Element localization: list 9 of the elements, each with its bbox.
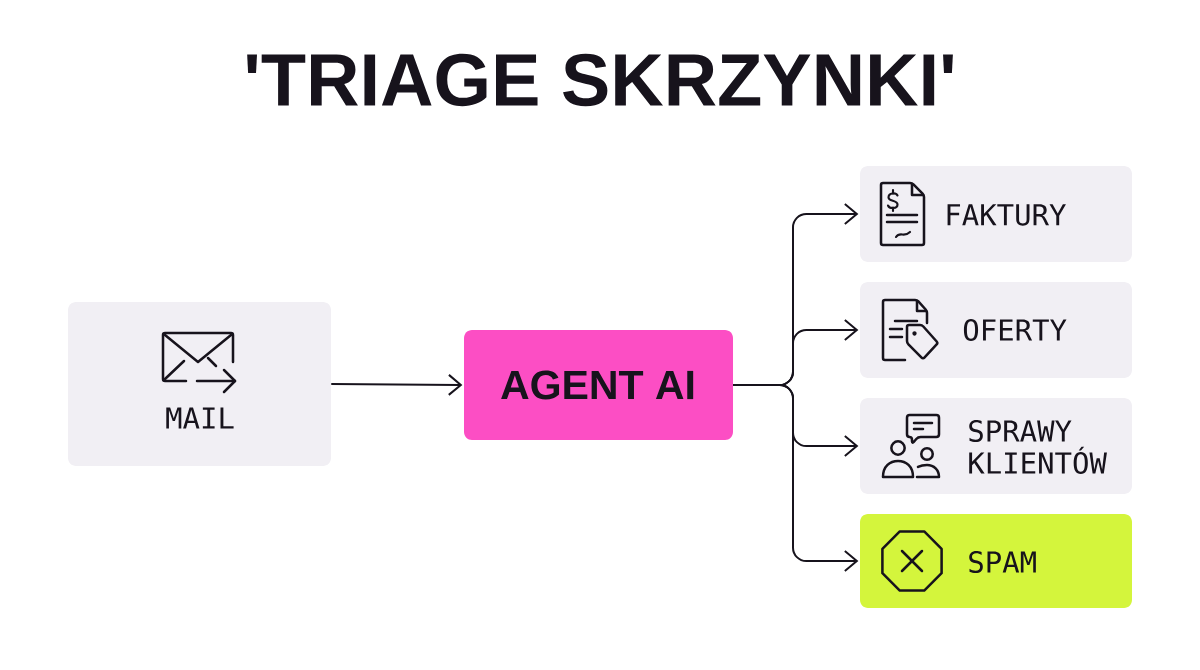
arrow [732,384,859,572]
source-box: MAIL [68,302,331,466]
agent-box: AGENT AI [464,330,733,440]
category-box: FAKTURY [860,166,1132,262]
title: 'TRIAGE SKRZYNKI' [247,53,953,107]
category-box: SPRAWY KLIENTÓW [860,398,1132,494]
category-box: SPAM [860,514,1132,608]
category-box: OFERTY [860,282,1132,378]
arrow [330,373,463,396]
